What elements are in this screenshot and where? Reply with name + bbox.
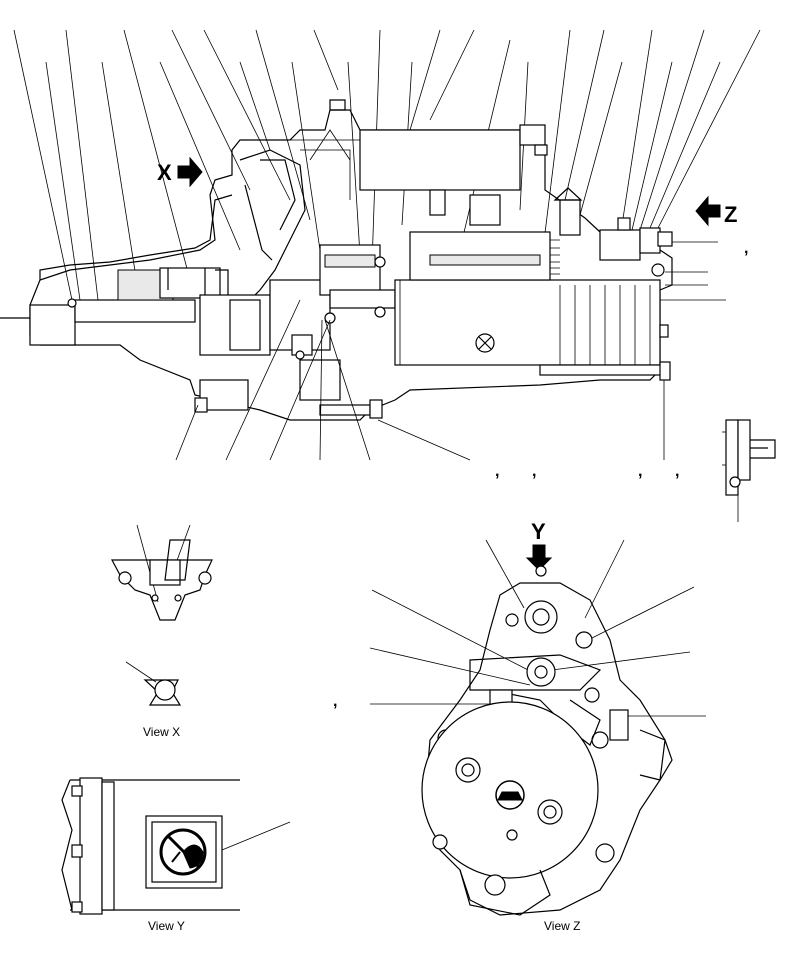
separator-comma: , bbox=[675, 463, 680, 480]
view-z-drawing bbox=[369, 539, 706, 916]
separator-comma: , bbox=[638, 463, 643, 480]
view-x-caption: View X bbox=[143, 725, 181, 739]
bracket-detail bbox=[111, 524, 213, 621]
bottom-leader-lines bbox=[175, 299, 665, 461]
right-leader-lines bbox=[660, 241, 726, 301]
view-y-drawing bbox=[61, 777, 291, 915]
view-x-drawing bbox=[125, 661, 182, 706]
separator-comma: , bbox=[333, 693, 338, 710]
view-x-arrow-label: X bbox=[157, 160, 172, 185]
separator-comma: , bbox=[744, 240, 749, 257]
block-arrow-icon bbox=[177, 156, 203, 188]
view-y-caption: View Y bbox=[148, 919, 185, 933]
crossed-faucet-icon bbox=[159, 828, 207, 876]
view-z-caption: View Z bbox=[544, 919, 581, 933]
view-y-arrow-label: Y bbox=[531, 519, 546, 544]
block-arrow-icon bbox=[525, 544, 553, 571]
separator-comma: , bbox=[532, 463, 537, 480]
view-z-arrow-label: Z bbox=[724, 202, 738, 227]
block-arrow-icon bbox=[695, 195, 721, 227]
separator-comma: , bbox=[495, 463, 500, 480]
brand-logo-icon bbox=[495, 780, 525, 810]
main-cross-section bbox=[0, 29, 761, 461]
clip-detail bbox=[722, 419, 776, 522]
